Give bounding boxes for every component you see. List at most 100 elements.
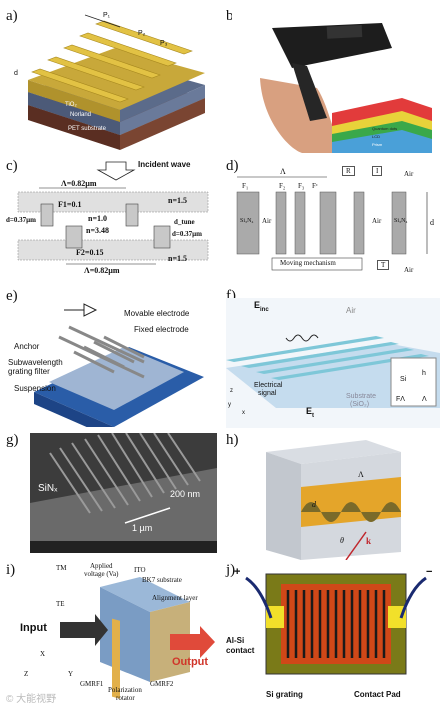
rotator-line1-label: Polarization	[108, 686, 142, 694]
panel-a-figure: P₁ P₂ P₃ d TiO₂ Norland PET substrate	[10, 10, 215, 150]
panel-c-label: c)	[6, 158, 18, 174]
pet-substrate-label: PET substrate	[68, 126, 106, 132]
lambda-top-label: Λ=0.82µm	[61, 179, 97, 188]
n-top-label: n=1.5	[168, 196, 188, 205]
grating-cross-section-diagram	[17, 161, 209, 265]
panel-d-label: d)	[226, 158, 239, 174]
d-right-label: d=0.37µm	[172, 230, 202, 238]
si-grating-chip	[245, 573, 427, 675]
sinusoidal-grating-block	[266, 440, 401, 560]
wavevector-label: k	[366, 536, 372, 546]
h-depth-label: d	[312, 500, 316, 509]
scale-200nm-label: 200 nm	[170, 489, 201, 499]
contact-label: contact	[226, 646, 255, 655]
d-air-bottom-label: Air	[404, 266, 414, 274]
d-left-label: d=0.37µm	[6, 216, 36, 224]
mems-grating-device	[34, 303, 204, 427]
movable-electrode-label: Movable electrode	[124, 309, 190, 318]
axis-x-label: x	[242, 410, 245, 416]
d-tune-label: d_tune	[174, 218, 195, 226]
d-fc-label: Fᶜ	[312, 182, 318, 190]
transmitted-field-label: Et	[306, 406, 315, 419]
handheld-device-photo	[232, 8, 437, 153]
input-label: Input	[20, 622, 47, 634]
panel-i-label: i)	[6, 562, 16, 578]
te-label: TE	[56, 600, 65, 608]
tm-label: TM	[56, 564, 67, 572]
axis-x-label-i: X	[40, 650, 46, 658]
ito-label: ITO	[134, 566, 146, 574]
polarization-rotator-diagram	[60, 577, 215, 699]
f2-label: F2=0.15	[76, 248, 104, 257]
gmrf1-label: GMRF1	[80, 680, 104, 688]
panel-g-label: g)	[6, 432, 19, 448]
d-air-top-label: Air	[404, 170, 414, 178]
air-label: Air	[346, 306, 356, 315]
grating-field-illustration	[226, 298, 440, 428]
d-thickness-label: d	[430, 218, 434, 227]
d-f2-label: F₂	[279, 182, 286, 190]
d-si3n4-label: Si₃N₄	[240, 218, 254, 224]
d-f3-label: F₃	[298, 182, 305, 190]
negative-terminal-label: −	[426, 566, 433, 578]
scale-1um-label: 1 µm	[132, 523, 153, 533]
period-p1-label: P₁	[103, 12, 111, 19]
period-p2-label: P₂	[138, 30, 146, 37]
alignment-layer-label: Alignment layer	[152, 594, 198, 602]
n-bottom-label: n=1.5	[168, 254, 188, 263]
panel-h-figure: Λ d θ k	[226, 432, 440, 560]
lambda-bottom-label: Λ=0.82µm	[84, 266, 120, 275]
si-grating-label: Si grating	[266, 690, 303, 699]
incident-wave-label: Incident wave	[138, 160, 191, 169]
axis-z-label-i: Z	[24, 670, 29, 678]
height-label: h	[422, 370, 426, 377]
axis-y-label: y	[228, 402, 231, 408]
si-label: Si	[400, 376, 407, 383]
transmission-box: T	[377, 260, 390, 270]
axis-z-label: z	[230, 388, 233, 394]
output-label: Output	[172, 656, 209, 668]
positive-terminal-label: +	[234, 566, 241, 578]
panel-h-label: h)	[226, 432, 239, 448]
panel-f-label: f)	[226, 288, 236, 304]
d-lambda-label: Λ	[280, 167, 286, 176]
panel-e-figure: Movable electrode Fixed electrode Anchor…	[4, 292, 218, 427]
bk7-substrate-label: BK7 substrate	[142, 576, 182, 584]
tunable-grating-schematic	[236, 176, 428, 271]
panel-f-figure: Einc Air Electrical signal Et Substrate …	[226, 298, 440, 428]
signal-label: signal	[258, 390, 277, 397]
layer-label-1: Quantum dots	[372, 126, 398, 131]
sinx-label: SiNₓ	[38, 483, 58, 494]
panel-j-figure: + − Al-Si contact Si grating Contact Pad	[226, 566, 440, 702]
panel-c-figure: Incident wave Λ=0.82µm n=1.5 F1=0.1 d=0.…	[6, 160, 216, 282]
depth-label: d	[14, 70, 18, 77]
theta-label: θ	[340, 536, 344, 545]
period-p3-label: P₃	[160, 40, 168, 47]
panel-e-label: e)	[6, 288, 18, 304]
layer-label-3: Prism	[372, 142, 383, 147]
f1-label: F1=0.1	[58, 200, 82, 209]
rotator-line2-label: rotator	[116, 694, 135, 702]
d-f1-label: F₁	[242, 182, 249, 190]
moving-mechanism-label: Moving mechanism	[280, 259, 336, 267]
tio2-layer-label: TiO₂	[65, 102, 77, 108]
incident-box: I	[372, 166, 383, 176]
sio2-label: (SiO₂)	[350, 401, 370, 408]
panel-a-label: a)	[6, 8, 18, 24]
anchor-label: Anchor	[14, 342, 40, 351]
grating-filter-label: Subwavelength grating filter	[8, 358, 63, 376]
h-lambda-label: Λ	[358, 470, 364, 479]
suspension-label: Suspension	[14, 384, 56, 393]
electrical-label: Electrical	[254, 382, 283, 389]
watermark: © 大能视野	[6, 694, 57, 705]
sem-micrograph	[30, 433, 217, 553]
panel-b-figure: Quantum dots LCD Prism	[232, 8, 437, 153]
n-air-label: n=1.0	[88, 214, 108, 223]
incident-field-label: Einc	[254, 300, 269, 313]
d-air-mid-label: Air	[372, 217, 382, 225]
grating-stack-illustration	[28, 14, 205, 150]
contact-pad-label: Contact Pad	[354, 690, 401, 699]
panel-j-label: j)	[226, 562, 236, 578]
panel-g-figure: SiNₓ 200 nm 1 µm	[30, 433, 217, 553]
fixed-electrode-label: Fixed electrode	[134, 325, 189, 334]
